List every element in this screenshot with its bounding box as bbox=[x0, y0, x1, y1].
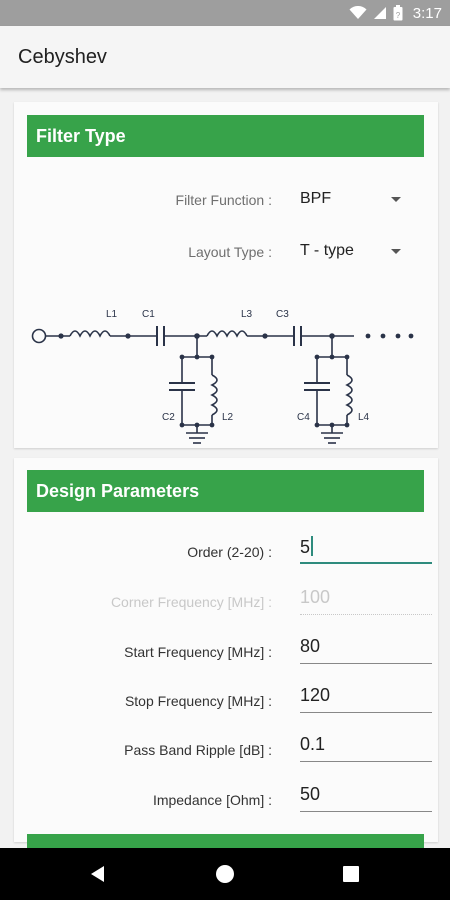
label-l2: L2 bbox=[222, 412, 234, 423]
label-c3: C3 bbox=[276, 309, 289, 320]
recents-icon[interactable] bbox=[343, 866, 359, 882]
filter-type-header: Filter Type bbox=[27, 115, 424, 157]
signal-icon bbox=[373, 7, 386, 19]
start-frequency-input[interactable]: 80 bbox=[300, 636, 432, 664]
label-c2: C2 bbox=[162, 412, 175, 423]
layout-type-spinner[interactable]: T - type bbox=[300, 242, 354, 259]
wifi-icon bbox=[349, 6, 367, 19]
status-time: 3:17 bbox=[412, 4, 442, 22]
status-bar: ? 3:17 bbox=[0, 0, 450, 26]
impedance-input[interactable]: 50 bbox=[300, 784, 432, 812]
pass-band-ripple-label: Pass Band Ripple [dB] : bbox=[124, 742, 272, 758]
layout-type-dropdown-icon[interactable] bbox=[391, 249, 401, 254]
order-value: 5 bbox=[300, 537, 311, 557]
content-scroll[interactable]: Filter Type Filter Function : BPF Layout… bbox=[0, 88, 450, 848]
svg-text:?: ? bbox=[396, 11, 401, 20]
corner-frequency-label: Corner Frequency [MHz] : bbox=[110, 594, 272, 610]
home-icon[interactable] bbox=[215, 864, 235, 884]
start-frequency-label: Start Frequency [MHz] : bbox=[124, 644, 272, 660]
filter-function-label: Filter Function : bbox=[175, 192, 272, 208]
filter-type-card: Filter Type Filter Function : BPF Layout… bbox=[14, 102, 438, 448]
text-cursor bbox=[311, 536, 314, 556]
filter-function-dropdown-icon[interactable] bbox=[391, 197, 401, 202]
order-label: Order (2-20) : bbox=[187, 544, 272, 560]
stop-frequency-input[interactable]: 120 bbox=[300, 685, 432, 713]
filter-schematic: L1 C1 L3 C3 C2 L2 C4 L4 bbox=[31, 309, 414, 444]
label-l1: L1 bbox=[106, 309, 118, 320]
next-section-header bbox=[27, 834, 424, 848]
corner-frequency-input: 100 bbox=[300, 587, 432, 615]
filter-function-spinner[interactable]: BPF bbox=[300, 190, 332, 207]
layout-type-label: Layout Type : bbox=[188, 244, 272, 260]
design-parameters-header: Design Parameters bbox=[27, 470, 424, 512]
pass-band-ripple-input[interactable]: 0.1 bbox=[300, 734, 432, 762]
next-card bbox=[14, 822, 438, 848]
battery-icon: ? bbox=[393, 5, 403, 21]
label-c4: C4 bbox=[297, 412, 310, 423]
back-icon[interactable] bbox=[89, 865, 107, 883]
label-l3: L3 bbox=[241, 309, 253, 320]
app-bar: Cebyshev bbox=[0, 26, 450, 88]
navigation-bar bbox=[0, 848, 450, 900]
design-parameters-card: Design Parameters Order (2-20) : 5 Corne… bbox=[14, 458, 438, 842]
status-icons: ? 3:17 bbox=[349, 4, 442, 22]
impedance-label: Impedance [Ohm] : bbox=[152, 792, 272, 808]
stop-frequency-label: Stop Frequency [MHz] : bbox=[124, 693, 272, 709]
order-input[interactable]: 5 bbox=[300, 536, 432, 564]
app-title: Cebyshev bbox=[18, 46, 107, 68]
label-l4: L4 bbox=[358, 412, 370, 423]
label-c1: C1 bbox=[142, 309, 155, 320]
